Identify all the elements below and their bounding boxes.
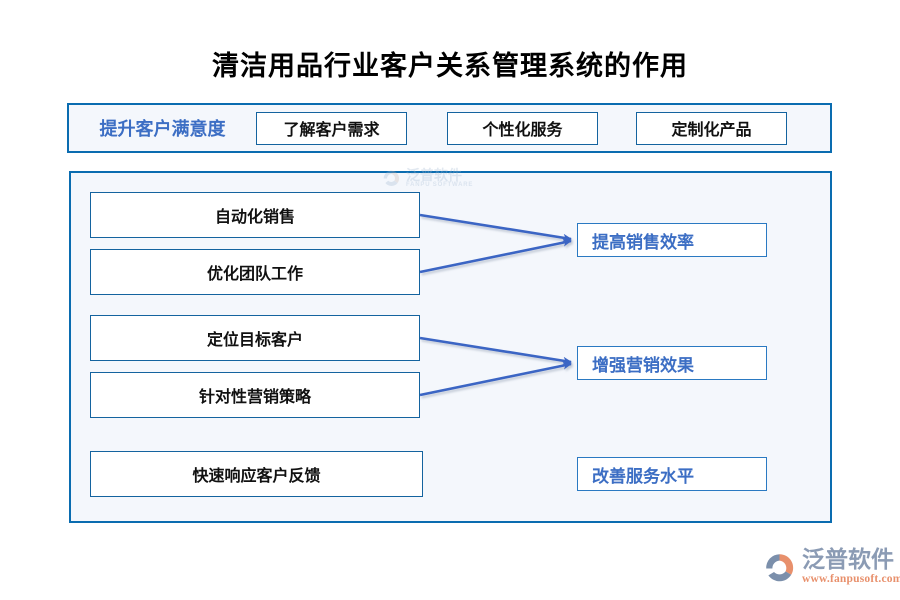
diagram-container: 泛普软件 FANPU SOFTWARE 自动化销售 优化 [69,168,832,523]
result-box-improve-sales-efficiency[interactable]: 提高销售效率 [577,223,767,257]
satisfaction-band: 提升客户满意度 了解客户需求 个性化服务 定制化产品 [67,103,832,153]
watermark-tagline: FANPU SOFTWARE [406,182,474,188]
brand-url: www.fanpusoft.com [802,573,900,586]
watermark-text: 泛普软件 FANPU SOFTWARE [406,168,473,188]
watermark-logo-icon [382,169,401,188]
source-box-targeted-marketing-strategy[interactable]: 针对性营销策略 [90,372,420,418]
brand-name: 泛普软件 [802,546,894,573]
watermark-name: 泛普软件 [406,167,462,183]
result-box-enhance-marketing-effect[interactable]: 增强营销效果 [577,346,767,380]
satisfaction-band-label: 提升客户满意度 [99,119,226,139]
brand-logo: 泛普软件 www.fanpusoft.com [762,543,900,591]
source-box-automated-sales[interactable]: 自动化销售 [90,192,420,238]
top-box-customer-needs[interactable]: 了解客户需求 [256,111,407,145]
watermark: 泛普软件 FANPU SOFTWARE [382,163,532,193]
fanpu-logo-icon [762,550,796,584]
brand-text: 泛普软件 www.fanpusoft.com [802,548,900,586]
source-box-optimize-team-work[interactable]: 优化团队工作 [90,249,420,295]
source-box-target-customers[interactable]: 定位目标客户 [90,315,420,361]
top-box-customized-product[interactable]: 定制化产品 [636,111,787,145]
top-box-personalized-service[interactable]: 个性化服务 [447,111,598,145]
source-box-fast-customer-feedback-response[interactable]: 快速响应客户反馈 [90,451,423,497]
result-box-improve-service-level[interactable]: 改善服务水平 [577,457,767,491]
page-title: 清洁用品行业客户关系管理系统的作用 [212,51,688,81]
